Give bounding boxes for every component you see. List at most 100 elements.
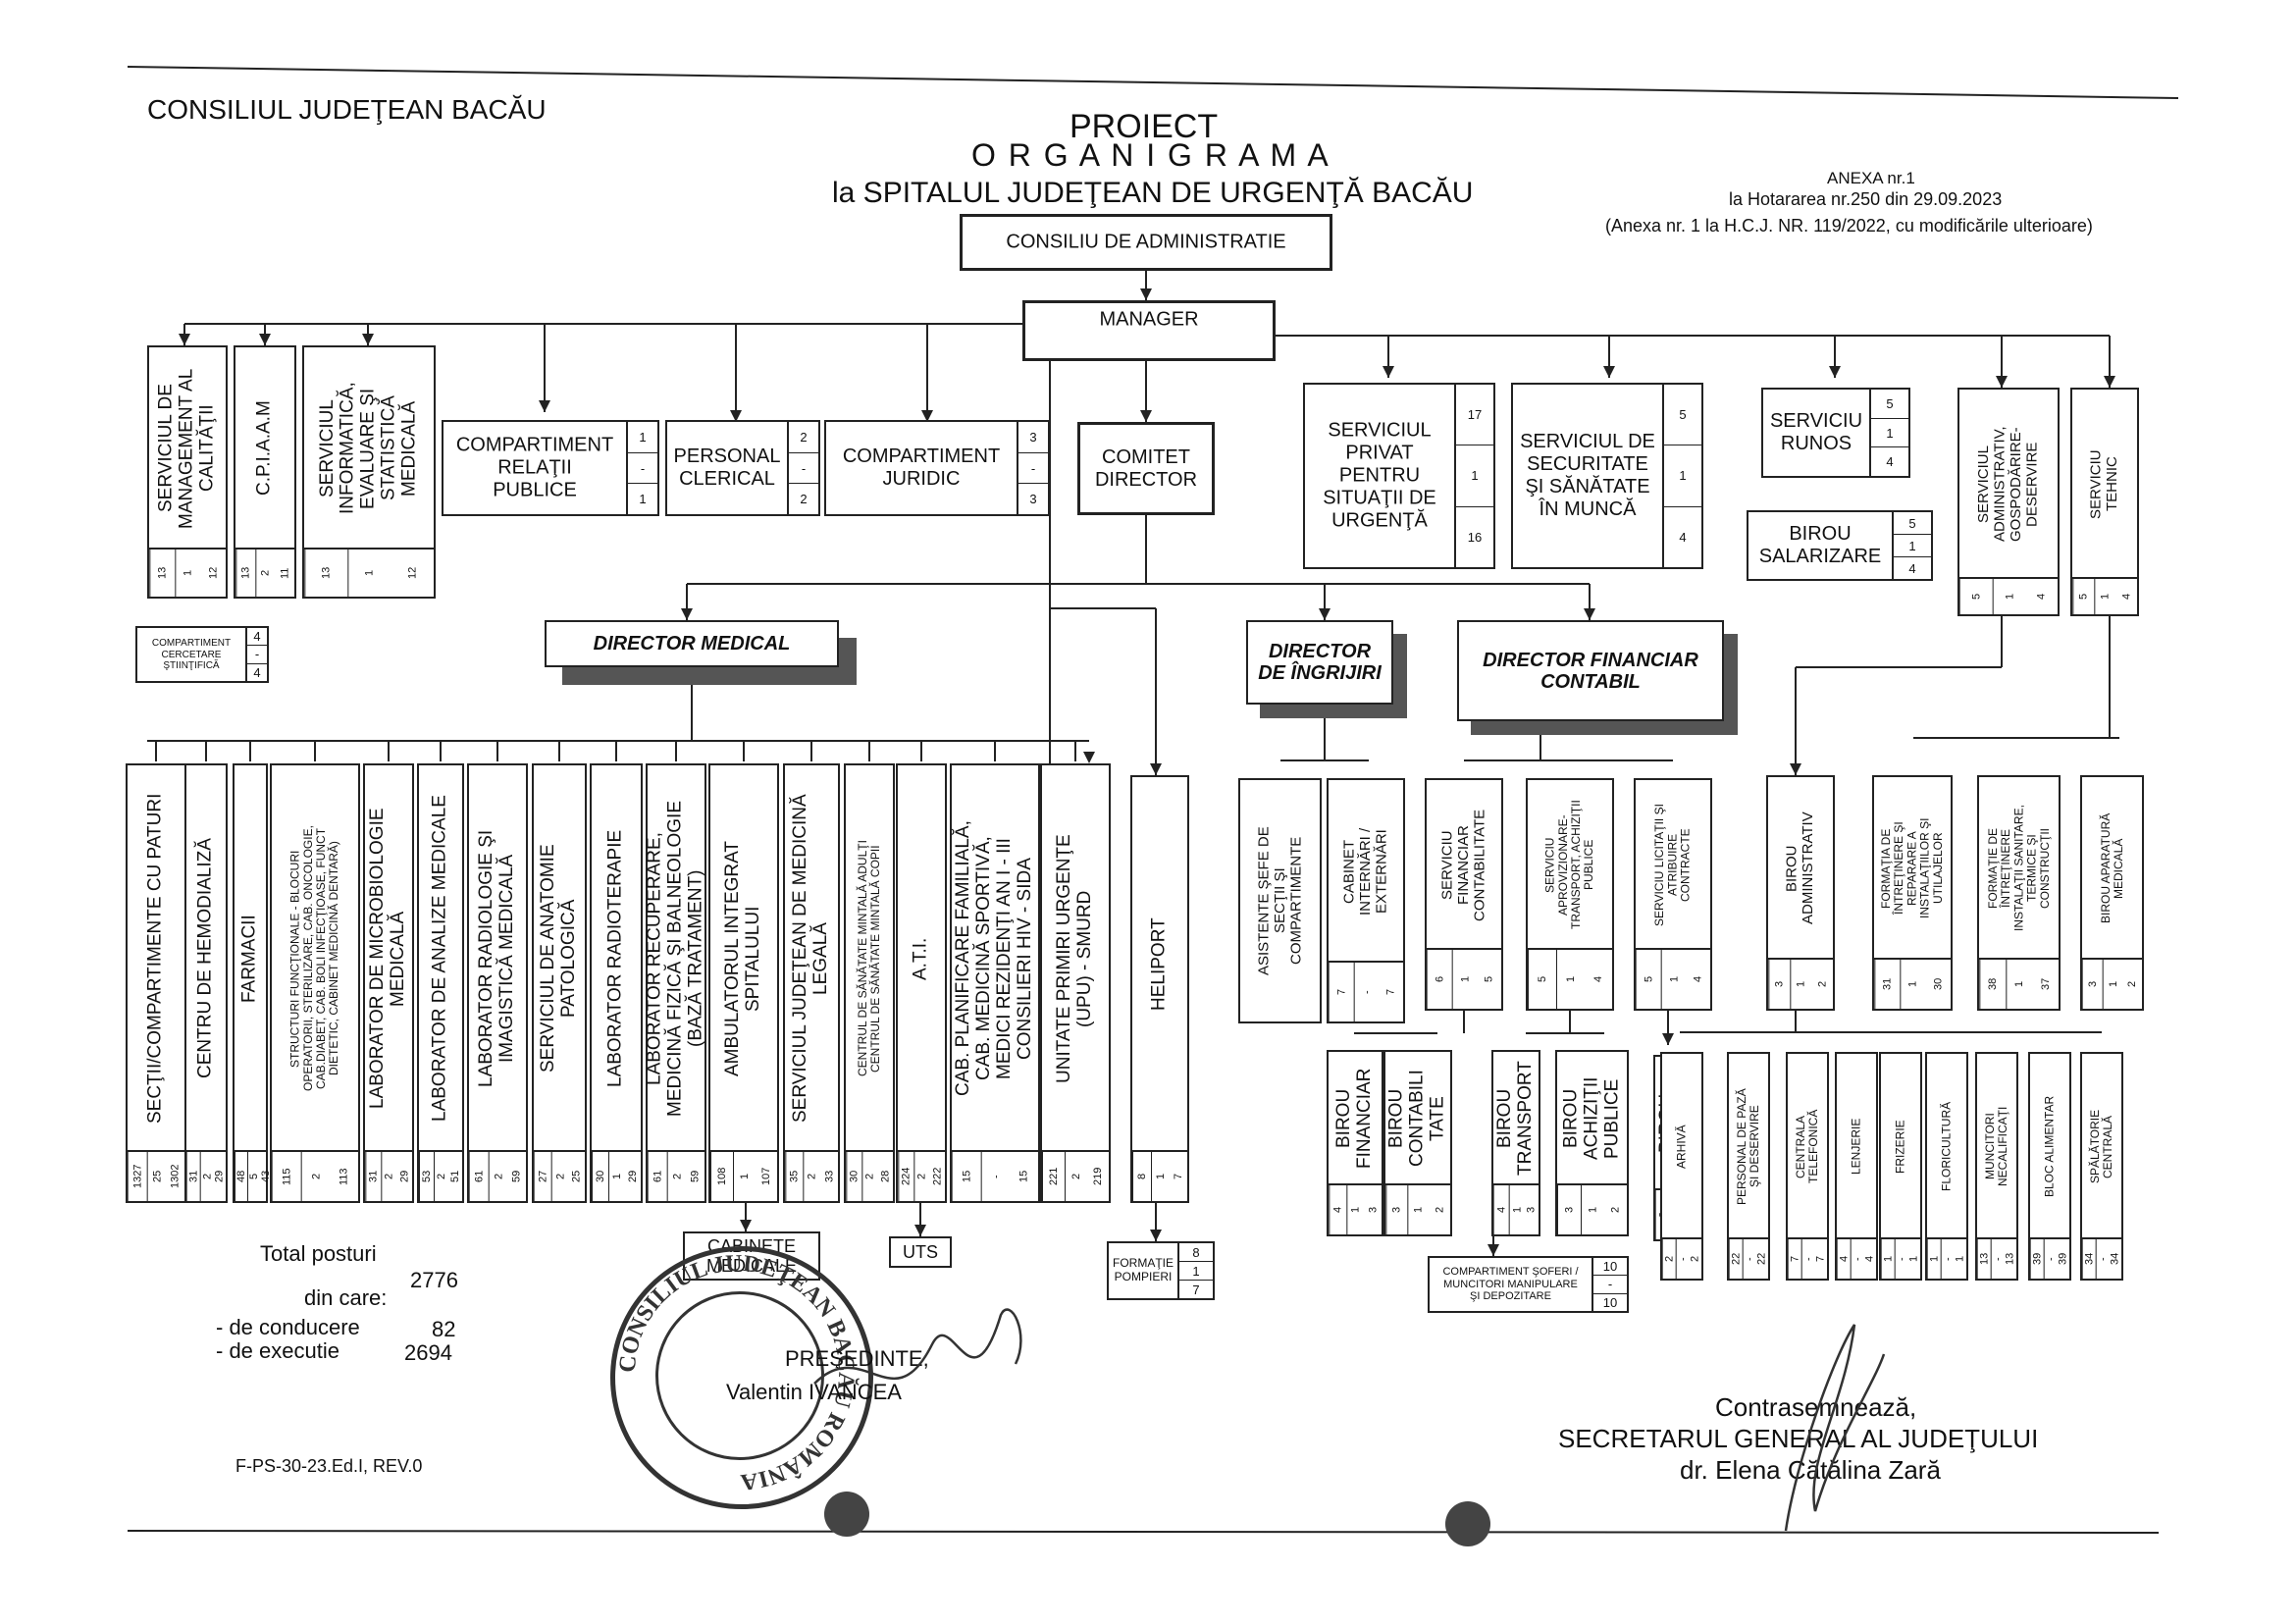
post-count: 1 [1871, 419, 1908, 448]
page-title: O R G A N I G R A M A [971, 137, 1331, 173]
gosp-unit-8-label: SPĂLĂTORIE CENTRALĂ [2087, 1109, 2114, 1184]
comitet-label: COMITET DIRECTOR [1094, 445, 1198, 491]
post-count: 2 [255, 550, 276, 597]
gosp-unit-1-post-counts: 22-22 [1729, 1237, 1768, 1279]
post-count: 2 [381, 1152, 397, 1201]
post-count: 5 [1894, 512, 1931, 535]
post-count: - [1742, 1239, 1756, 1279]
post-count: 4 [2035, 593, 2048, 601]
post-count: 1 [1179, 1262, 1213, 1281]
right-service-2-label: SERVICIU RUNOS [1769, 410, 1863, 454]
post-count: 1 [1992, 579, 2026, 614]
right-vertical-1-label: SERVICIU TEHNIC [2087, 449, 2121, 519]
post-count: 4 [253, 664, 261, 680]
post-count: 11 [279, 567, 291, 579]
post-count: 1302 [169, 1164, 182, 1189]
post-count: 2 [1065, 1152, 1087, 1201]
birou-0-label: BIROU FINANCIAR [1333, 1068, 1375, 1170]
arrowhead [914, 1225, 926, 1236]
post-count: 6 [1427, 950, 1452, 1009]
post-count: 17 [1456, 385, 1493, 446]
mid-box-1-post-counts: 2-2 [787, 422, 818, 514]
post-count: 30 [846, 1152, 862, 1201]
post-count: - [1894, 1239, 1908, 1279]
post-count: 224 [898, 1152, 914, 1201]
post-count: 5 [247, 1152, 260, 1201]
admin-unit-0-label: BIROU ADMINISTRATIV [1783, 812, 1817, 925]
post-count: 7 [1329, 963, 1354, 1021]
post-count: 4 [1329, 1185, 1347, 1234]
arrowhead [740, 1220, 752, 1231]
left-service-2: SERVICIUL INFORMATICĂ, EVALUARE ŞI STATI… [302, 345, 436, 599]
post-count: 7 [1814, 1255, 1827, 1263]
post-count: 33 [823, 1170, 836, 1183]
post-count: 1 [639, 492, 647, 507]
left-service-2-label: SERVICIUL INFORMATICĂ, EVALUARE ŞI STATI… [316, 382, 420, 515]
post-count: 15 [952, 1152, 981, 1201]
arrowhead [1150, 1230, 1162, 1241]
din-care-label: din care: [304, 1285, 388, 1310]
gosp-unit-4-post-counts: 1-1 [1881, 1237, 1920, 1279]
post-count: 13 [2004, 1252, 2016, 1266]
post-count: 31 [1874, 960, 1901, 1009]
post-count: 29 [213, 1170, 226, 1183]
post-count: 2 [800, 492, 808, 507]
post-count: 35 [785, 1152, 804, 1201]
post-count: 5 [1636, 950, 1661, 1009]
post-count: 13 [304, 550, 348, 597]
medical-unit-1-label: CENTRU DE HEMODIALIZĂ [194, 838, 216, 1079]
medical-unit-7-label: SERVICIUL DE ANATOMIE PATOLOGICĂ [538, 844, 579, 1073]
right-vertical-0-label: SERVICIUL ADMINISTRATIV, GOSPODĂRIRE- DE… [1975, 426, 2041, 543]
arrowhead [1150, 763, 1162, 775]
post-count: 59 [510, 1170, 523, 1183]
post-count: 4 [1908, 560, 1916, 576]
gosp-unit-4-label: FRIZERIE [1893, 1120, 1907, 1174]
post-count: - [1990, 1239, 2005, 1279]
post-count: 1 [2006, 960, 2033, 1009]
post-count: 30 [1932, 977, 1945, 991]
conducere-value: 82 [432, 1317, 456, 1341]
arrowhead [1487, 1244, 1499, 1256]
post-count: - [1940, 1239, 1955, 1279]
post-count: 1 [608, 1152, 625, 1201]
post-count: 15 [1018, 1170, 1030, 1183]
post-count: 1 [2102, 960, 2123, 1009]
post-count: 2 [488, 1152, 508, 1201]
post-count: 22 [1729, 1239, 1743, 1279]
post-count: 2 [1689, 1255, 1701, 1263]
conducere-label: - de conducere [216, 1315, 360, 1339]
director-financiar: DIRECTOR FINANCIAR CONTABIL [1457, 620, 1724, 721]
post-count: 37 [2039, 977, 2052, 991]
post-count: 5 [1959, 579, 1993, 614]
post-count: 3 [1557, 1185, 1581, 1234]
mid-box-2-post-counts: 3-3 [1017, 422, 1048, 514]
post-count: - [1675, 1239, 1690, 1279]
post-count: 3 [1018, 422, 1048, 453]
post-count: 1 [1907, 1255, 1920, 1263]
financiar-unit-2: SERVICIU LICITAŢII ŞI ATRIBUIRE CONTRACT… [1634, 778, 1712, 1011]
medical-unit-2-label: FARMACII [238, 915, 260, 1003]
financiar-unit-2-label: SERVICIU LICITAŢII ŞI ATRIBUIRE CONTRACT… [1652, 804, 1693, 926]
post-count: 13 [235, 550, 256, 597]
